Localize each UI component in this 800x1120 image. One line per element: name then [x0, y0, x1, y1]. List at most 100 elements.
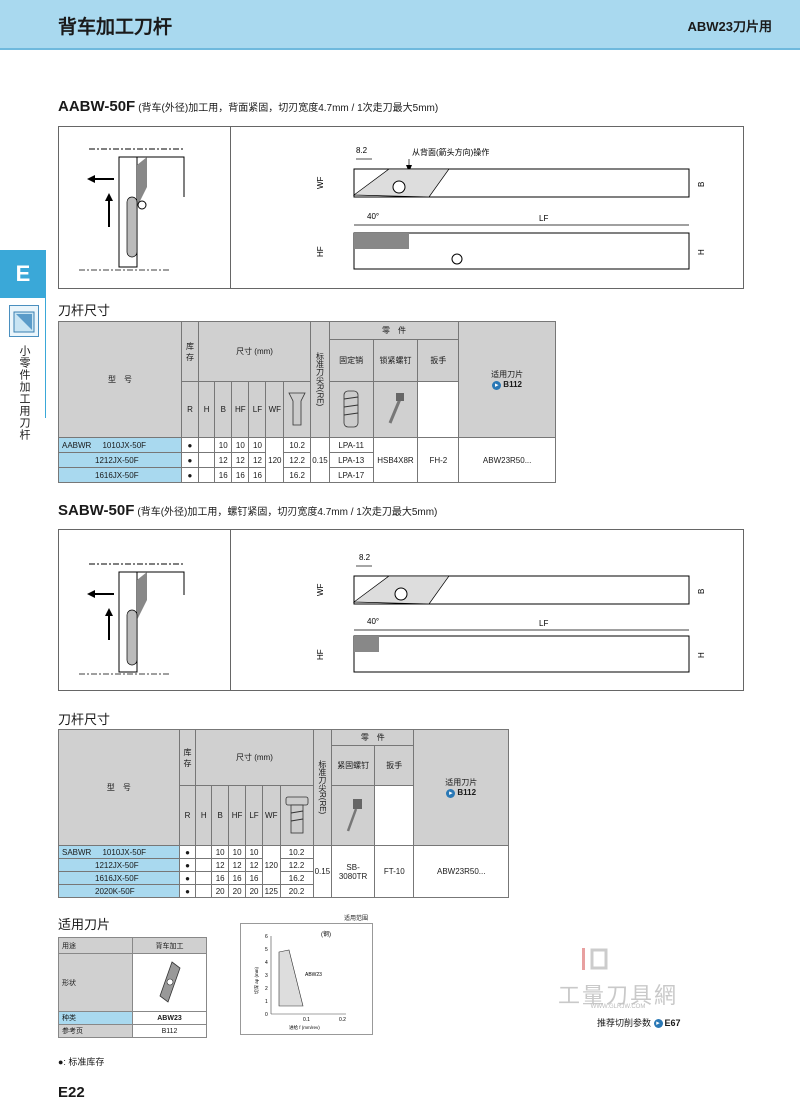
s1-col-screw: 锁紧螺钉 [372, 339, 419, 382]
ytick-2: 2 [265, 986, 268, 992]
xtick-1: 0.1 [303, 1017, 310, 1023]
s1-wf: WF [316, 176, 325, 189]
s2-b: B [697, 589, 706, 594]
s1-head-hf: HF [231, 381, 250, 438]
xtick-2: 0.2 [339, 1017, 346, 1023]
s1-head-b: B [214, 381, 233, 438]
chapter-tab[interactable]: E [0, 250, 46, 298]
range-xlabel: 进给 f (mm/rev) [289, 1024, 320, 1031]
s2-col-screw: 紧固螺钉 [331, 745, 376, 786]
s1-col-re: 标准刀尖R(RE) [310, 321, 330, 438]
page-title: 背车加工刀杆 [58, 17, 173, 38]
range-chart: (钢) 0 1 2 3 4 5 6 0.1 0.2 ABW23 切深 ap (m… [240, 923, 373, 1035]
header-category: ABW23刀片用 [687, 19, 772, 34]
s1-head-h: H [197, 381, 216, 438]
ref-arrow-icon: ▸ [492, 380, 502, 390]
ref-arrow-icon: ▸ [446, 788, 456, 798]
s2-head-b: B [211, 785, 230, 846]
torx-wrench-icon [331, 785, 376, 846]
s2-lf: LF [539, 619, 548, 628]
s2-col-wrench: 扳手 [374, 745, 415, 786]
s1-head-wf: WF [265, 381, 285, 438]
section1-model: AABW-50F [58, 98, 136, 115]
tool-thumbnail-icon [9, 305, 39, 337]
s1-col-model: 型 号 [57, 321, 183, 438]
section2-side-view [79, 563, 185, 675]
page-number: E22 [58, 1084, 85, 1101]
watermark-url: WWW.GLRJW.COM [590, 1004, 646, 1010]
s2-angle: 40° [367, 617, 379, 626]
page-header: 背车加工刀杆 ABW23刀片用 [0, 0, 800, 50]
s2-col-insert: 适用刀片 ▸B112 [413, 729, 509, 846]
section2-desc: (背车(外径)加工用，螺钉紧固，切刃宽度4.7mm / 1次走刀最大5mm) [137, 507, 438, 518]
s1-col-dims: 尺寸 (mm) [197, 321, 312, 382]
stock-legend: ●: 标准库存 [58, 1057, 105, 1067]
s2-col-model: 型 号 [58, 729, 180, 846]
range-ylabel: 切深 ap (mm) [253, 966, 260, 994]
s1-h: H [697, 249, 706, 255]
watermark-logo-icon [582, 948, 608, 970]
range-material: (钢) [321, 930, 331, 938]
insert-shape-icon [132, 953, 207, 1012]
section1-title: AABW-50F(背车(外径)加工用，背面紧固，切刃宽度4.7mm / 1次走刀… [58, 98, 438, 115]
s2-col-dims: 尺寸 (mm) [195, 729, 314, 786]
table-row: 1616JX-50F [57, 467, 183, 483]
s1-lf: LF [539, 214, 548, 223]
section2-model: SABW-50F [58, 502, 135, 519]
ytick-0: 0 [265, 1012, 268, 1018]
s2-col-parts: 零 件 [331, 729, 415, 746]
s2-dim-top: 8.2 [359, 553, 371, 562]
section2-spec-table: 型 号 库存 尺寸 (mm) 标准刀尖R(RE) 零 件 适用刀片 ▸B112 … [58, 729, 509, 898]
s2-head-hf: HF [228, 785, 247, 846]
ytick-3: 3 [265, 973, 268, 979]
torx-screw-icon [279, 785, 314, 846]
s1-col-wrench: 扳手 [417, 339, 460, 382]
s2-col-stock: 库存 [178, 729, 197, 786]
section1-side-view [79, 148, 185, 271]
ytick-5: 5 [265, 947, 268, 953]
watermark-text: 工量刀具網 [557, 983, 678, 1008]
section1-desc: (背车(外径)加工用，背面紧固，切刃宽度4.7mm / 1次走刀最大5mm) [138, 103, 439, 114]
section2-diagram: 8.2 40° LF WF B HF H [58, 529, 744, 691]
table-row: SABWR 1010JX-50F [58, 845, 180, 859]
s1-head-r: R [181, 381, 199, 438]
ytick-4: 4 [265, 960, 268, 966]
s2-head-h: H [195, 785, 213, 846]
s2-head-wf: WF [261, 785, 281, 846]
s2-wf: WF [316, 583, 325, 596]
s2-h: H [697, 652, 706, 658]
section1-subtitle: 刀杆尺寸 [58, 303, 111, 318]
table-row: 1616JX-50F [58, 871, 180, 885]
s1-col-stock: 库存 [181, 321, 199, 382]
ref-arrow-icon: ▸ [653, 1019, 663, 1029]
section2-top-view: 8.2 40° LF WF B HF H [316, 553, 706, 673]
wrench-icon [372, 381, 419, 438]
inserts-title: 适用刀片 [58, 917, 111, 932]
s1-hf: HF [316, 246, 325, 257]
s1-angle: 40° [367, 212, 379, 221]
s2-col-re: 标准刀尖R(RE) [312, 729, 333, 846]
s1-head-lf: LF [248, 381, 267, 438]
recommend-params[interactable]: 推荐切削参数 ▸E67 [597, 1018, 681, 1029]
range-caption: 适用范围 [344, 916, 369, 922]
s2-head-r: R [178, 785, 197, 846]
side-category-label: 小零件加工用刀杆 [18, 345, 30, 441]
table-row: 2020K-50F [58, 884, 180, 898]
s2-head-lf: LF [245, 785, 263, 846]
pin-icon [283, 381, 312, 438]
s1-col-insert: 适用刀片 ▸B112 [458, 321, 556, 438]
s1-note: 从背面(箭头方向)操作 [412, 147, 489, 157]
ytick-6: 6 [265, 934, 268, 940]
s1-col-pin: 固定销 [328, 339, 374, 382]
s1-b: B [697, 182, 706, 187]
s2-hf: HF [316, 649, 325, 660]
side-divider [45, 298, 46, 418]
section1-diagram: 8.2 从背面(箭头方向)操作 40° LF WF B HF H [58, 126, 744, 289]
screw-icon [328, 381, 374, 438]
section2-title: SABW-50F(背车(外径)加工用，螺钉紧固，切刃宽度4.7mm / 1次走刀… [58, 502, 437, 519]
ytick-1: 1 [265, 999, 268, 1005]
s1-col-parts: 零 件 [328, 321, 460, 340]
table-row: 1212JX-50F [58, 858, 180, 872]
range-series: ABW23 [305, 972, 322, 978]
